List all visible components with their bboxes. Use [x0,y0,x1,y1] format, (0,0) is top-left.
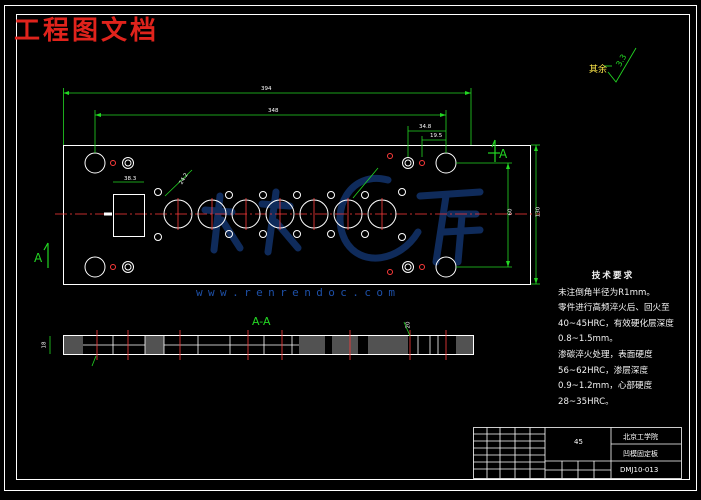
rect-slot [113,194,145,237]
dim-chamfer: 20 [405,321,412,329]
tech-note-line: 渗碳淬火处理，表面硬度 [558,349,653,360]
section-marker-left: A [34,251,43,265]
title-block [473,427,682,479]
tech-note-line: 56~62HRC，渗层深度 [558,365,649,376]
pin-holes [122,157,414,273]
plate-outline [63,145,531,285]
brand-title: 工程图文档 [14,16,160,46]
dim-inner: 348 [268,108,279,114]
inner-border [16,14,690,480]
tech-note-line: 未注倒角半径为R1mm。 [558,287,655,298]
dim-slot: 38.3 [124,176,137,182]
small-holes [154,188,406,241]
dim-small-a: 34.8 [419,124,432,130]
dim-small-b: 19.5 [430,133,443,139]
dim-height-overall: 130 [535,206,542,218]
title-block-material: 45 [574,438,583,446]
title-block-part-name: 凹模固定板 [623,450,658,458]
title-block-school: 北京工学院 [623,433,658,441]
tech-note-line: 40~45HRC，有效硬化层深度 [558,318,674,329]
dimension-arrows [63,91,538,284]
section-view [49,321,474,367]
section-marker-right: A [499,147,508,161]
die-hole-centers [177,198,383,230]
tech-note-line: 0.8~1.5mm。 [558,334,618,345]
dim-overall: 394 [261,86,272,92]
tech-notes-title: 技术要求 [591,271,635,281]
tech-note-line: 0.9~1.2mm，心部硬度 [558,381,653,392]
technical-notes: 技术要求 未注倒角半径为R1mm。 零件进行高频淬火后、回火至 40~45HRC… [558,269,674,410]
title-block-drawing-no: DMJ10-013 [620,466,659,474]
section-arrows [43,139,500,268]
dimension-lines [63,88,540,285]
roughness-symbol [604,47,637,83]
section-label: A-A [252,315,271,328]
watermark-url: www.renrendoc.com [196,286,401,299]
dim-thickness: 18 [41,341,48,349]
outer-border [4,5,697,491]
dim-height-inner: 60 [507,208,514,216]
tech-note-line: 零件进行高频淬火后、回火至 [558,303,670,314]
screw-holes [110,153,425,275]
roughness-label: 其余 [589,65,608,75]
tech-note-line: 28~35HRC。 [558,396,614,407]
